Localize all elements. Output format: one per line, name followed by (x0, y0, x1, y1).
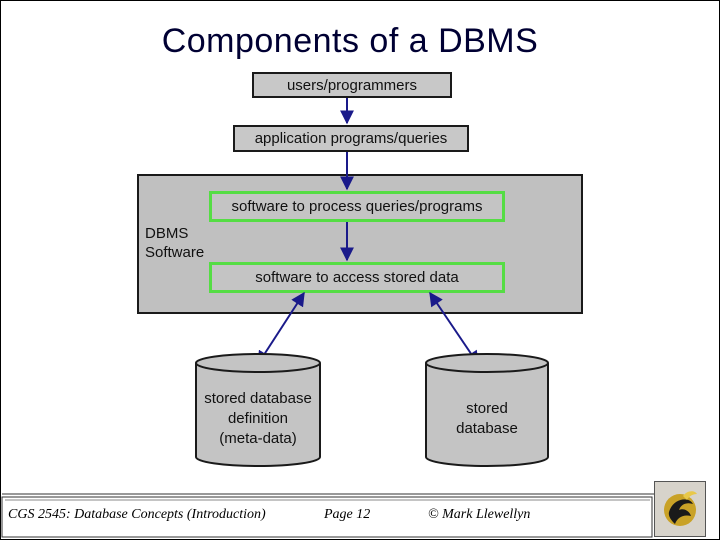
pegasus-logo-icon (664, 491, 697, 526)
dbms-label-line1: DBMS (145, 225, 189, 242)
metadata-line3: (meta-data) (219, 430, 297, 447)
storage-access-box: software to access stored data (209, 262, 505, 293)
dbms-label-line2: Software (145, 244, 205, 261)
dbms-software-label: DBMS Software (145, 224, 204, 262)
slide-title: Components of a DBMS (161, 22, 539, 60)
database-line1: stored (466, 400, 508, 417)
application-programs-label: application programs/queries (254, 130, 448, 147)
application-programs-box: application programs/queries (233, 125, 469, 152)
query-processor-box: software to process queries/programs (209, 191, 505, 222)
users-programmers-label: users/programmers (286, 76, 418, 94)
footer-course: CGS 2545: Database Concepts (Introductio… (8, 507, 266, 522)
footer-author: © Mark Llewellyn (428, 507, 531, 522)
database-line2: database (456, 420, 518, 437)
database-cylinder-label: stored database (428, 399, 546, 439)
metadata-cylinder-label: stored database definition (meta-data) (198, 389, 318, 449)
university-logo (654, 481, 706, 537)
users-programmers-box: users/programmers (252, 72, 452, 98)
footer-page: Page 12 (324, 507, 371, 522)
query-processor-label: software to process queries/programs (231, 198, 483, 215)
metadata-line1: stored database (204, 390, 312, 407)
metadata-line2: definition (227, 410, 289, 427)
storage-access-label: software to access stored data (255, 269, 459, 286)
